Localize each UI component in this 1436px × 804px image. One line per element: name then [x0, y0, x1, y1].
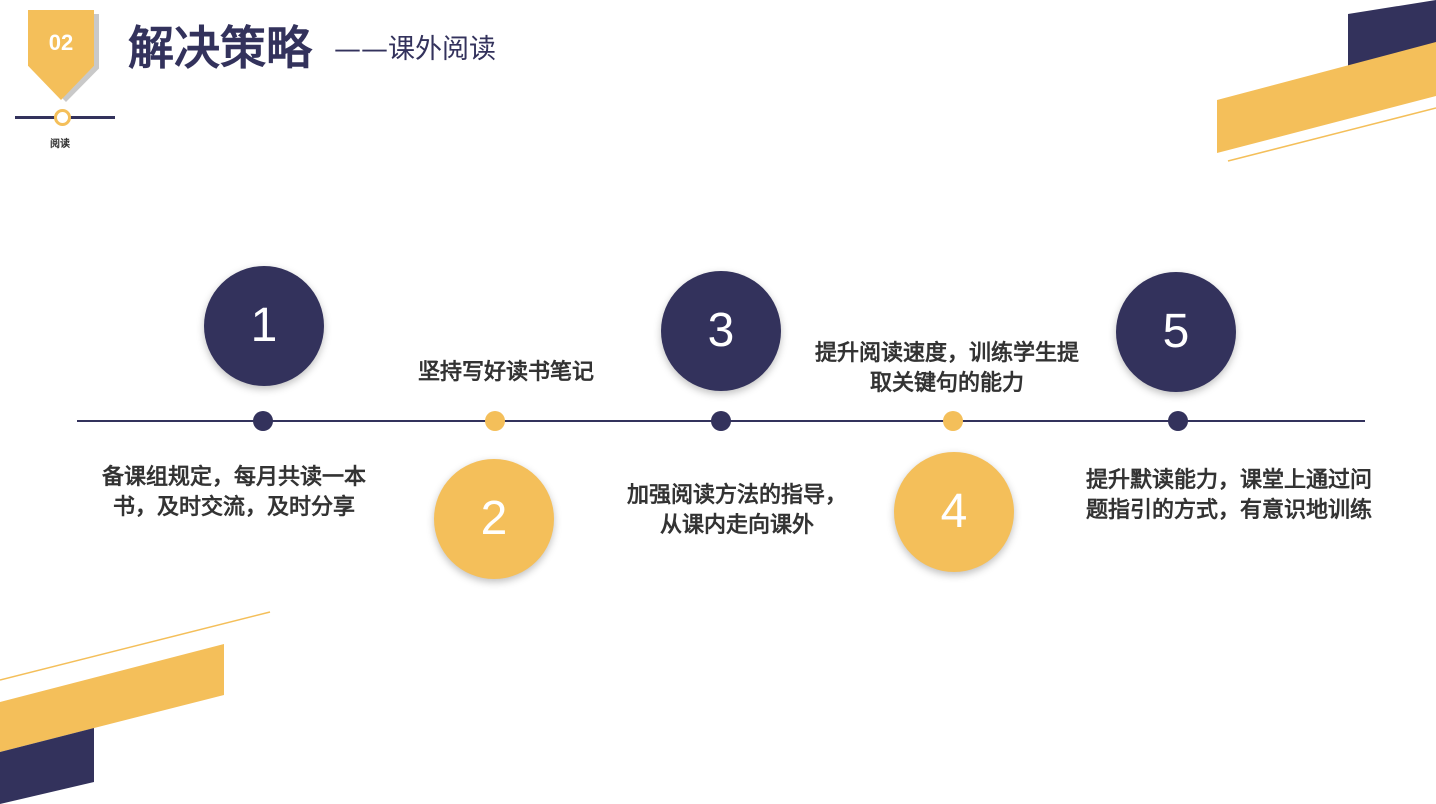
bottom-left-gold-stripe	[0, 644, 224, 752]
badge-ring-icon	[54, 109, 71, 126]
section-label: 阅读	[50, 139, 70, 150]
step-2-text: 坚持写好读书笔记	[356, 357, 656, 387]
step-2-circle: 2	[434, 459, 554, 579]
timeline-dot-2	[485, 411, 505, 431]
step-1-text-line-1: 备课组规定，每月共读一本	[101, 464, 366, 490]
timeline-dot-4	[943, 411, 963, 431]
timeline-dot-1	[253, 411, 273, 431]
step-5-text-line-2: 题指引的方式，有意识地训练	[1085, 497, 1372, 523]
step-3-text-line-2: 从课内走向课外	[659, 512, 814, 538]
timeline-dot-3	[711, 411, 731, 431]
step-2-text-line-1: 坚持写好读书笔记	[417, 359, 594, 385]
step-1-text-line-2: 书，及时交流，及时分享	[112, 494, 355, 520]
page-title: 解决策略	[128, 21, 312, 75]
step-1-text: 备课组规定，每月共读一本 书，及时交流，及时分享	[64, 462, 404, 522]
step-1-circle: 1	[204, 266, 324, 386]
step-4-text-line-2: 取关键句的能力	[869, 370, 1024, 396]
section-number: 02	[48, 30, 74, 55]
step-3-text-line-1: 加强阅读方法的指导，	[626, 482, 847, 508]
step-5-text-line-1: 提升默读能力，课堂上通过问	[1085, 467, 1372, 493]
page-subtitle: ——课外阅读	[334, 34, 496, 65]
step-4-circle: 4	[894, 452, 1014, 572]
step-4-text: 提升阅读速度，训练学生提 取关键句的能力	[782, 338, 1112, 398]
step-4-text-line-1: 提升阅读速度，训练学生提	[814, 340, 1079, 366]
step-3-text: 加强阅读方法的指导， 从课内走向课外	[587, 480, 887, 540]
step-3-circle: 3	[661, 271, 781, 391]
step-5-circle: 5	[1116, 272, 1236, 392]
step-5-text: 提升默读能力，课堂上通过问 题指引的方式，有意识地训练	[1052, 465, 1406, 525]
timeline-dot-5	[1168, 411, 1188, 431]
top-right-gold-stripe	[1217, 42, 1436, 153]
top-right-thin-line	[1227, 107, 1436, 162]
bottom-left-thin-line	[0, 611, 271, 681]
bottom-left-navy-stripe	[0, 728, 94, 804]
